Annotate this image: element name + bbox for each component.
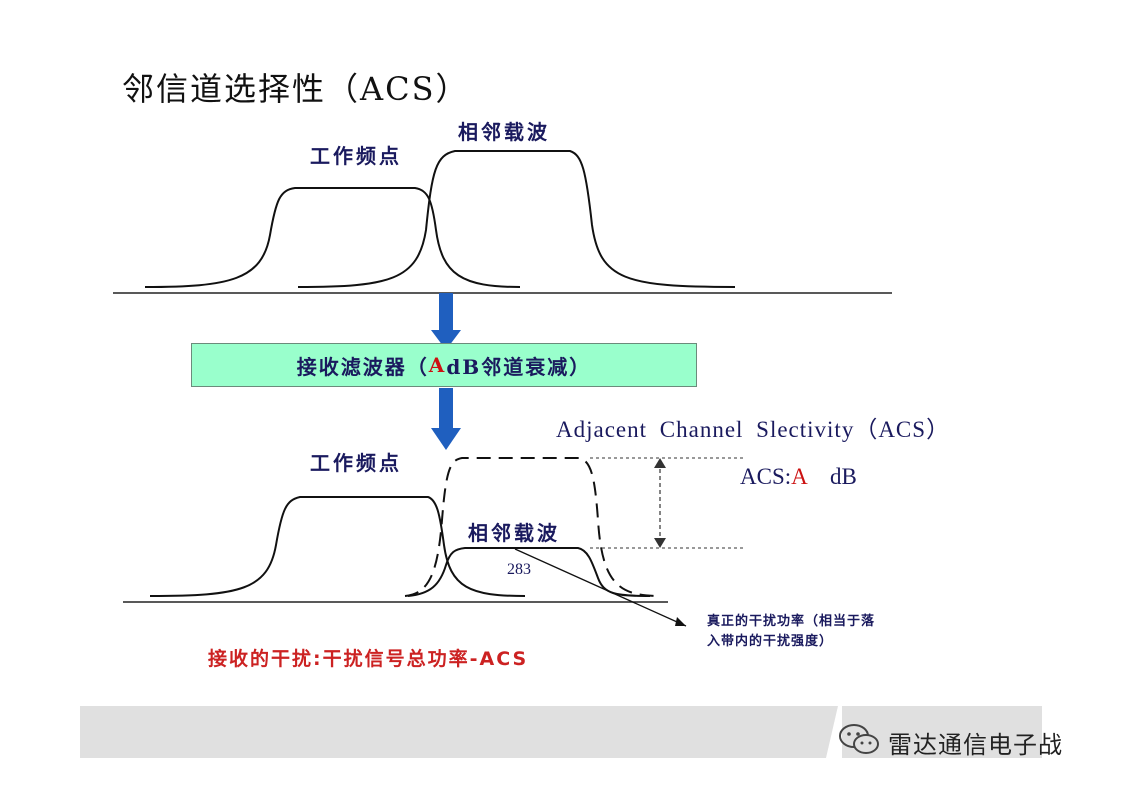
number-label: 283 [507, 561, 531, 578]
bottom-working-carrier-curve [149, 496, 526, 597]
top-adjacent-carrier-curve [297, 150, 736, 288]
acs-heading: Adjacent Channel Slectivity（ACS） [556, 417, 951, 442]
top-working-carrier-curve [144, 187, 521, 288]
filter-suffix: dB邻道衰减） [446, 354, 592, 379]
received-interference-note: 接收的干扰:干扰信号总功率-ACS [208, 648, 529, 670]
arrow-down-icon-bottom [431, 388, 461, 450]
wechat-icon [839, 724, 879, 754]
acs-span-arrowhead-down [654, 538, 666, 548]
label-adjacent-carrier-top: 相邻载波 [458, 120, 550, 144]
acs-value: ACS:A dB [740, 464, 857, 490]
footer-notch [826, 706, 842, 758]
acs-value-a: A [791, 464, 807, 489]
acs-span-arrowhead-up [654, 458, 666, 468]
bottom-original-adjacent-curve [404, 457, 661, 597]
acs-value-suffix: dB [806, 464, 857, 489]
filter-prefix: 接收滤波器（ [296, 354, 429, 379]
label-adjacent-carrier-bottom: 相邻载波 [468, 521, 560, 545]
filter-a: A [428, 353, 447, 377]
acs-value-prefix: ACS: [740, 464, 792, 489]
bottom-attenuated-adjacent-curve [407, 547, 651, 597]
label-working-frequency-bottom: 工作频点 [310, 451, 402, 475]
true-interference-note: 真正的干扰功率（相当于落入带内的干扰强度） [707, 614, 876, 649]
label-working-frequency-top: 工作频点 [310, 144, 402, 168]
receive-filter-box: 接收滤波器（A dB邻道衰减） [191, 343, 697, 387]
watermark-text: 雷达通信电子战 [888, 731, 1063, 759]
true-interference-pointer-head [675, 617, 686, 626]
arrow-down-icon-top [431, 293, 461, 350]
true-interference-pointer [514, 548, 687, 627]
footer-bar [80, 706, 1042, 758]
page-title: 邻信道选择性（ACS） [122, 70, 470, 108]
